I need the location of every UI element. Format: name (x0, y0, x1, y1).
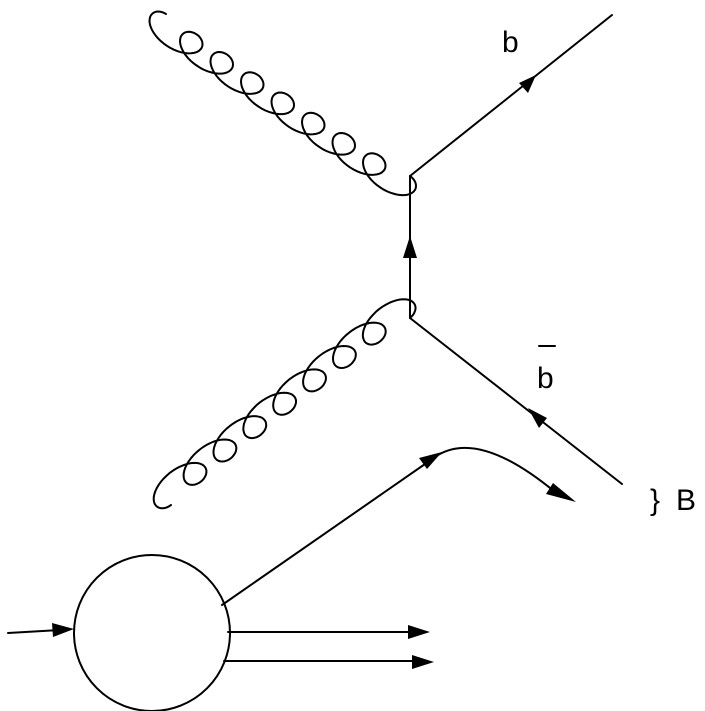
proton-blob (73, 554, 231, 711)
remnant-arrow-upper (408, 625, 430, 639)
spectator-end-arrow (546, 483, 576, 502)
b-quark-label: b (502, 26, 519, 59)
b-quark-line (409, 14, 613, 177)
gluon-upper (148, 10, 417, 197)
spectator-line (221, 446, 556, 606)
b-antiquark-line (409, 317, 623, 485)
meson-label: B (676, 484, 696, 517)
incoming-arrow (52, 623, 74, 637)
gluon-lower (152, 298, 417, 510)
incoming-line (7, 629, 61, 634)
b-antiquark-arrow (528, 408, 547, 428)
propagator-arrow (403, 236, 417, 258)
remnant-arrow-lower (412, 655, 434, 669)
brace-label: } (650, 484, 660, 517)
b-antiquark-label: b (537, 362, 554, 395)
spectator-mid-arrow (419, 452, 442, 469)
b-quark-arrow (519, 75, 536, 93)
